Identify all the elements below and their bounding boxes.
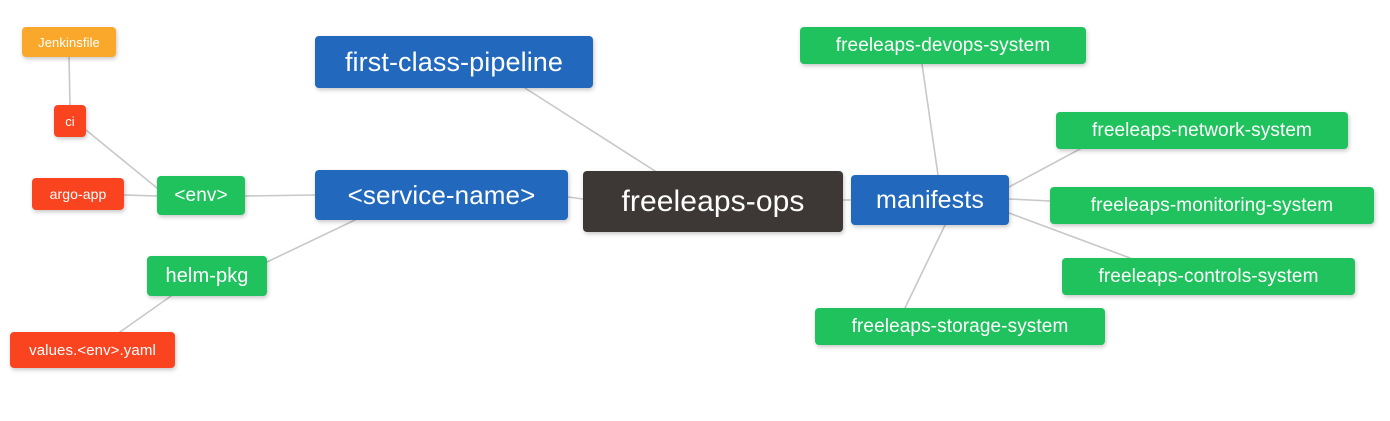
edge-manifests-monitoring — [1008, 198, 1051, 202]
node-freeleaps-devops-system[interactable]: freeleaps-devops-system — [800, 27, 1086, 64]
node-label-service-name: <service-name> — [347, 180, 536, 210]
node-label-freeleaps-storage-system: freeleaps-storage-system — [851, 316, 1069, 337]
edge-helmpkg-values — [119, 295, 172, 333]
edge-servicename-ops — [567, 196, 584, 200]
node-label-freeleaps-monitoring-system: freeleaps-monitoring-system — [1090, 195, 1334, 216]
node-freeleaps-network-system[interactable]: freeleaps-network-system — [1056, 112, 1348, 149]
node-label-ci: ci — [65, 113, 75, 129]
node-first-class-pipeline[interactable]: first-class-pipeline — [315, 36, 593, 88]
edge-servicename-helmpkg — [266, 219, 356, 263]
node-label-jenkinsfile: Jenkinsfile — [38, 34, 100, 50]
edge-manifests-storage — [904, 224, 946, 309]
edge-env-servicename — [244, 194, 316, 197]
node-jenkinsfile[interactable]: Jenkinsfile — [22, 27, 116, 57]
node-label-first-class-pipeline: first-class-pipeline — [344, 46, 564, 77]
edge-pipeline-ops — [524, 87, 656, 172]
node-values-env-yaml[interactable]: values.<env>.yaml — [10, 332, 175, 368]
node-label-values-env-yaml: values.<env>.yaml — [29, 341, 156, 359]
edge-argoapp-env — [123, 194, 158, 197]
node-label-freeleaps-controls-system: freeleaps-controls-system — [1098, 266, 1319, 287]
node-freeleaps-monitoring-system[interactable]: freeleaps-monitoring-system — [1050, 187, 1374, 224]
node-label-env: <env> — [174, 185, 228, 206]
node-ci[interactable]: ci — [54, 105, 86, 137]
node-label-argo-app: argo-app — [49, 186, 107, 202]
edge-manifests-devops — [921, 63, 939, 176]
node-freeleaps-ops[interactable]: freeleaps-ops — [583, 171, 843, 232]
node-argo-app[interactable]: argo-app — [32, 178, 124, 210]
node-label-freeleaps-ops: freeleaps-ops — [621, 184, 805, 218]
node-env[interactable]: <env> — [157, 176, 245, 215]
node-label-freeleaps-devops-system: freeleaps-devops-system — [835, 35, 1051, 56]
node-label-manifests: manifests — [876, 185, 984, 214]
node-label-freeleaps-network-system: freeleaps-network-system — [1092, 120, 1312, 141]
node-helm-pkg[interactable]: helm-pkg — [147, 256, 267, 296]
node-freeleaps-controls-system[interactable]: freeleaps-controls-system — [1062, 258, 1355, 295]
node-service-name[interactable]: <service-name> — [315, 170, 568, 220]
node-manifests[interactable]: manifests — [851, 175, 1009, 225]
edge-jenkinsfile-ci — [68, 56, 71, 106]
node-freeleaps-storage-system[interactable]: freeleaps-storage-system — [815, 308, 1105, 345]
edge-manifests-network — [1008, 148, 1081, 188]
node-label-helm-pkg: helm-pkg — [165, 265, 249, 287]
